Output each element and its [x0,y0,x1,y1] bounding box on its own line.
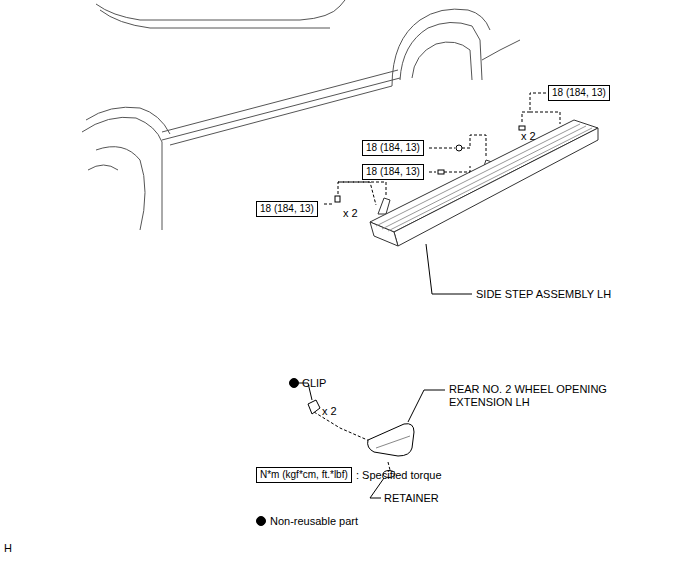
legend-text: Non-reusable part [270,515,358,528]
torque-box: 18 (184, 13) [256,201,318,217]
part-name: RETAINER [384,492,439,505]
quantity-note: x 2 [521,130,536,143]
quantity-note: x 2 [322,405,337,418]
torque-value: 18 (184, 13) [366,166,420,177]
torque-box: N*m (kgf*cm, ft.*lbf) [256,467,352,483]
wheel-opening-extension [368,424,414,456]
extension-edge [376,436,410,448]
non-reusable-mark [257,517,266,526]
figure-code: H [4,542,12,555]
part-name: CLIP [302,377,326,390]
non-reusable-mark [290,379,299,388]
torque-value: 18 (184, 13) [260,203,314,214]
torque-box: 18 (184, 13) [362,164,424,180]
torque-value: 18 (184, 13) [552,87,606,98]
fasteners [335,126,525,202]
torque-value: N*m (kgf*cm, ft.*lbf) [260,469,348,480]
clip-symbol [308,400,320,414]
part-name: REAR NO. 2 WHEEL OPENING EXTENSION LH [449,383,629,409]
side-step-assembly [370,120,598,246]
part-name: SIDE STEP ASSEMBLY LH [476,288,611,301]
dashed-leader-lines [314,93,560,470]
torque-box: 18 (184, 13) [548,85,610,101]
leader-lines [299,244,472,498]
legend-note: : Specified torque [356,469,442,482]
torque-box: 18 (184, 13) [362,140,424,156]
torque-value: 18 (184, 13) [366,142,420,153]
quantity-note: x 2 [343,207,358,220]
